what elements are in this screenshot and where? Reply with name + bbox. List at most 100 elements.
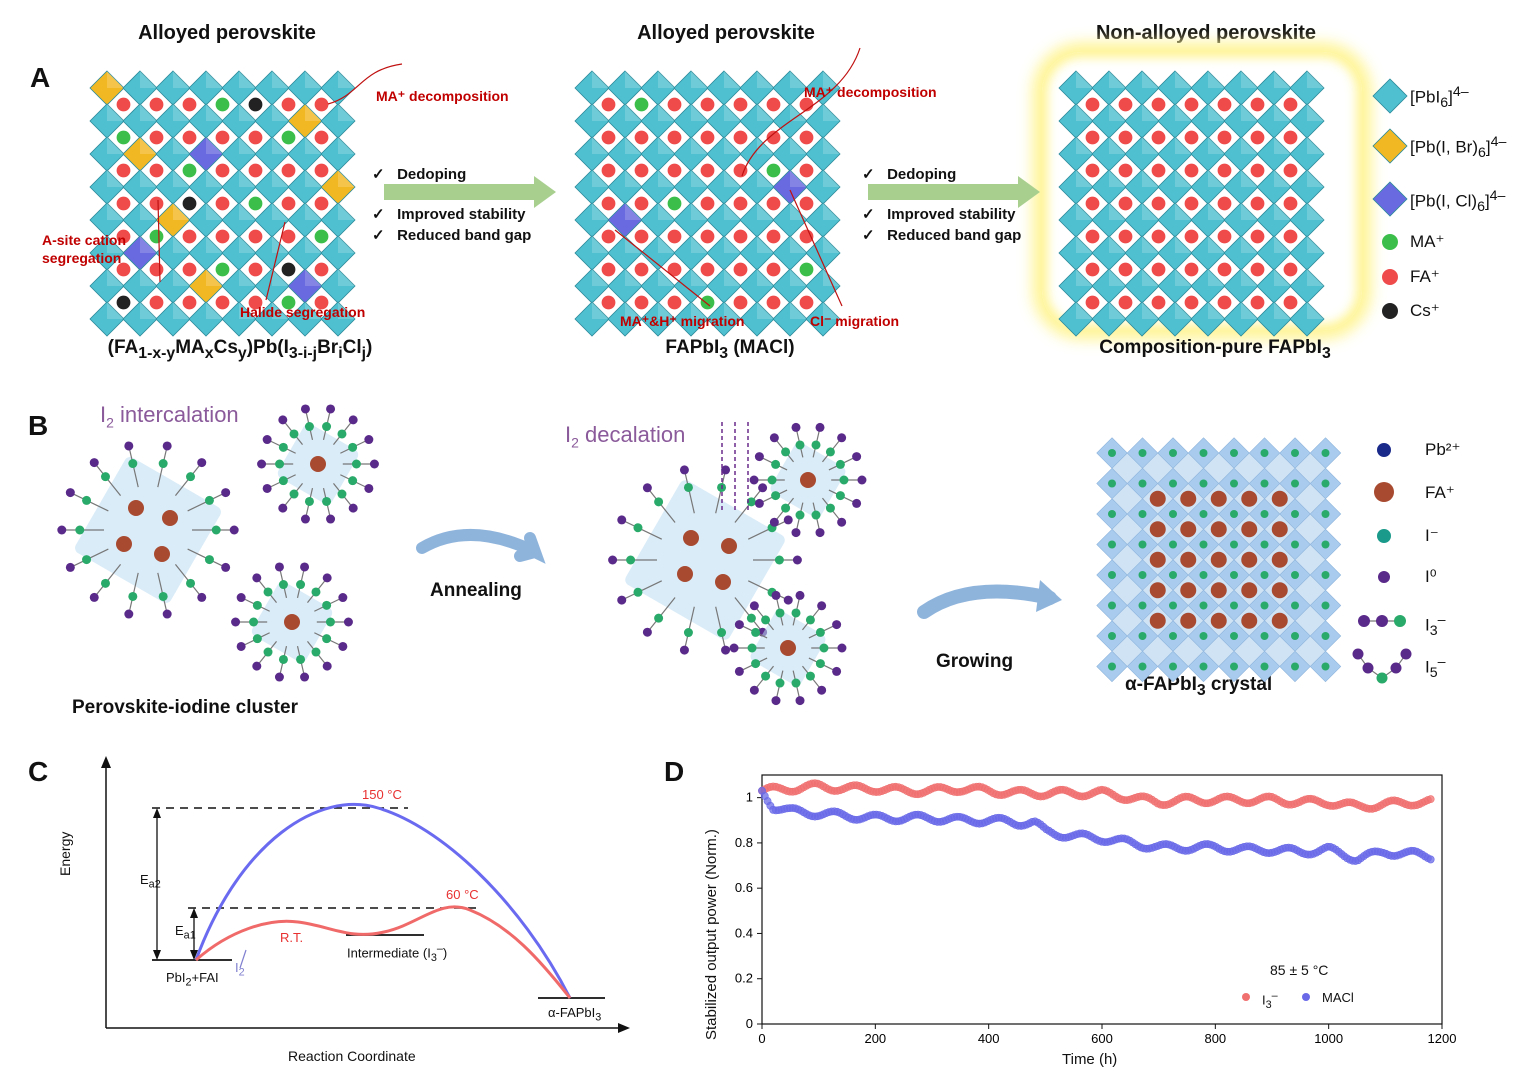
legend-pbi6: [PbI6]4–	[1410, 84, 1469, 112]
iodine-atom	[791, 422, 801, 432]
a-site-cation	[148, 162, 165, 179]
octahedron-shade	[823, 137, 840, 154]
legend-i0: I⁰	[1425, 567, 1437, 586]
iodine-atom	[236, 641, 246, 651]
octahedron-shade	[206, 137, 223, 154]
iodide	[289, 489, 299, 499]
octahedron	[221, 301, 257, 337]
octahedron-shade	[1076, 236, 1093, 253]
cluster-small-3	[749, 422, 867, 538]
a-site-cation	[214, 129, 231, 146]
iodide	[252, 600, 262, 610]
a-site-cation	[1117, 261, 1134, 278]
rt-label: R.T.	[280, 930, 304, 945]
check-dedoping-1-text: Dedoping	[397, 166, 467, 183]
crystal-iodide	[1260, 601, 1269, 610]
iodide	[746, 497, 756, 507]
iodide	[717, 628, 727, 638]
octahedron-shade	[1307, 170, 1324, 187]
iodide	[795, 510, 805, 520]
octahedron-shade	[140, 302, 157, 319]
check-stability-1: ✓ Improved stability	[372, 206, 526, 223]
octahedron-shade	[790, 269, 807, 286]
iodide	[278, 442, 288, 452]
iodide	[839, 475, 849, 485]
octahedron-shade	[1274, 170, 1291, 187]
octahedron-shade	[1142, 137, 1159, 154]
crystal-iodide	[1230, 479, 1238, 488]
octahedron-shade	[140, 269, 157, 286]
panel-a-title-3: Non-alloyed perovskite	[1095, 22, 1317, 44]
a-site-cation	[181, 261, 198, 278]
iodide	[296, 580, 306, 590]
iodine-atom	[326, 514, 336, 524]
iodine-atom	[65, 488, 75, 498]
octahedron-shade	[625, 269, 642, 286]
a-site-cation	[1117, 228, 1134, 245]
octahedron	[254, 301, 290, 337]
iodide	[278, 580, 288, 590]
iodide	[805, 615, 815, 625]
growing-arrow	[917, 584, 1057, 619]
octahedron-shade	[1241, 104, 1258, 121]
octahedron-shade	[1142, 104, 1159, 121]
octahedron-shade	[1241, 302, 1258, 319]
octahedron-shade	[1142, 170, 1159, 187]
iodide	[289, 429, 299, 439]
crystal-iodide	[1199, 662, 1208, 671]
a-site-cation	[1084, 261, 1101, 278]
octahedron-shade	[1076, 203, 1093, 220]
a-site-cation	[247, 129, 264, 146]
legend-cation-2	[1382, 269, 1398, 285]
octahedron-shade	[1274, 302, 1291, 319]
check-stability-2: ✓ Improved stability	[862, 206, 1016, 223]
octahedron-shade	[1307, 302, 1324, 319]
crystal-iodide	[1138, 510, 1147, 518]
a-site-cation	[1084, 195, 1101, 212]
a-site-cation	[1183, 195, 1200, 212]
a-site-cation	[247, 96, 264, 113]
octahedron-shade	[107, 137, 124, 154]
d-xtick-label: 200	[864, 1031, 886, 1046]
octahedron-shade	[239, 170, 256, 187]
a-site-cation	[1249, 228, 1266, 245]
octahedron-shade	[757, 236, 774, 253]
ma-h-migration-label: MA⁺&H⁺ migration	[620, 313, 745, 329]
d-ytick-label: 0.4	[735, 925, 753, 940]
crystal-fa	[1180, 551, 1197, 568]
octahedron-shade	[1109, 302, 1126, 319]
octahedron-shade	[1241, 170, 1258, 187]
octahedron-shade	[305, 302, 322, 319]
a-site-cation	[1282, 294, 1299, 311]
crystal-iodide	[1230, 662, 1238, 671]
crystal-iodide	[1169, 479, 1177, 488]
octahedron-shade	[173, 104, 190, 121]
check-stability-1-text: Improved stability	[397, 206, 526, 223]
t150-label: 150 °C	[362, 787, 402, 802]
octahedron-shade	[790, 203, 807, 220]
crystal-fa	[1210, 612, 1227, 629]
iodide	[771, 459, 781, 469]
a-site-cation	[765, 96, 782, 113]
octahedron-shade	[691, 104, 708, 121]
a-site-cation	[115, 228, 132, 245]
octahedron	[1058, 301, 1094, 337]
octahedron-shade	[305, 104, 322, 121]
iodide	[100, 578, 110, 588]
iodine-atom	[89, 458, 99, 468]
crystal-iodide	[1108, 632, 1116, 640]
octahedron-shade	[1274, 203, 1291, 220]
octahedron-shade	[206, 104, 223, 121]
crystal-iodide	[1199, 540, 1208, 549]
octahedron-shade	[625, 137, 642, 154]
iodine-atom	[729, 643, 739, 653]
crystal-fa	[1149, 490, 1166, 507]
octahedron-shade	[691, 137, 708, 154]
crystal-fa	[1180, 582, 1197, 599]
octahedron-shade	[272, 104, 289, 121]
cluster-label: Perovskite-iodine cluster	[72, 697, 298, 718]
iodide	[751, 659, 761, 669]
iodide	[815, 659, 825, 669]
octahedron-shade	[1109, 71, 1126, 88]
a-site-cation	[1084, 228, 1101, 245]
